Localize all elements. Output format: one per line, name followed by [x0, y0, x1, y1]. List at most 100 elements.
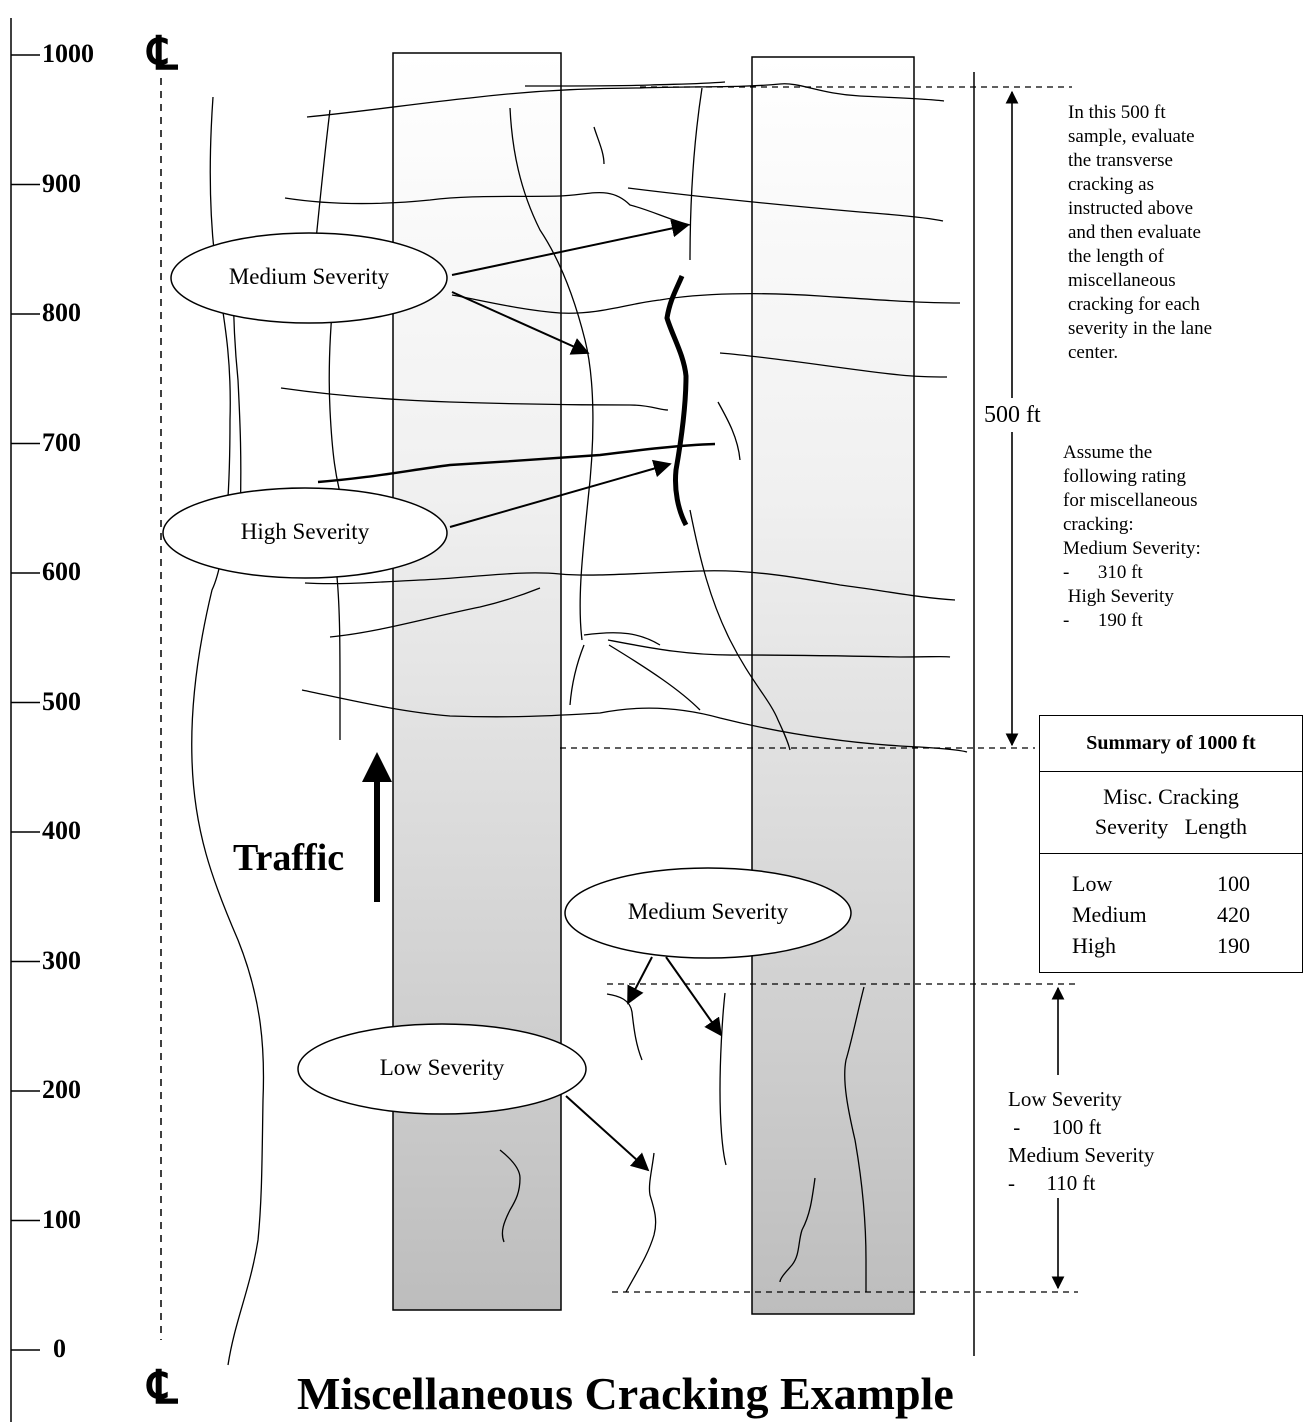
crack [689, 509, 791, 751]
summary-title: Summary of 1000 ft [1040, 716, 1302, 772]
callout-medium-upper [170, 232, 448, 324]
crack [779, 1177, 816, 1283]
instruction-line: miscellaneous [1068, 270, 1176, 291]
callout-medium-upper-label: Medium Severity [228, 264, 390, 289]
callouts [162, 232, 852, 1115]
crack [583, 632, 661, 646]
traffic-arrow [362, 752, 392, 902]
callout-low-label: Low Severity [379, 1055, 505, 1080]
dimension-500-label: 500 ft [984, 402, 1041, 428]
instruction-line: cracking as [1068, 174, 1154, 195]
crack [593, 126, 605, 165]
traffic-arrow-head [362, 752, 392, 782]
lower-section-line: Low Severity [1008, 1087, 1122, 1111]
arrow-medium-upper-a [451, 219, 690, 276]
centerline-symbol-top: ℄ [148, 28, 178, 79]
summary-severity: Low [1072, 871, 1113, 896]
arrow-low [565, 1095, 650, 1172]
crack [608, 644, 701, 711]
crack [625, 1152, 657, 1293]
callout-high [162, 487, 448, 579]
arrow-medium-lower-b [665, 956, 723, 1037]
summary-header: Misc. Cracking Severity Length [1040, 772, 1302, 854]
summary-row: High 190 [1040, 930, 1302, 961]
scale-label-800: 800 [42, 298, 81, 327]
summary-table: Summary of 1000 ft Misc. Cracking Severi… [1039, 715, 1303, 973]
scale-label-400: 400 [42, 816, 81, 845]
summary-severity: High [1072, 933, 1116, 958]
crack [329, 587, 541, 638]
arrow-high [449, 459, 672, 528]
instruction-line: cracking for each [1068, 294, 1200, 315]
crack [301, 689, 968, 753]
lower-section-note: Low Severity - 100 ft Medium Severity - 11… [1008, 1085, 1154, 1197]
assumption-line: High Severity [1063, 586, 1174, 607]
crack [719, 992, 727, 1166]
callout-high-label: High Severity [240, 519, 370, 544]
assumption-line: - 190 ft [1063, 610, 1143, 631]
instruction-line: the transverse [1068, 150, 1173, 171]
instruction-line: sample, evaluate [1068, 126, 1195, 147]
diagram-title: Miscellaneous Cracking Example [297, 1368, 954, 1419]
scale-label-500: 500 [42, 686, 81, 716]
crack [315, 109, 331, 241]
assumption-line: for miscellaneous [1063, 490, 1198, 511]
summary-row: Medium 420 [1040, 899, 1302, 930]
lower-section-line: Medium Severity [1008, 1143, 1155, 1167]
summary-severity: Medium [1072, 902, 1147, 927]
crack [499, 1149, 521, 1243]
distance-scale [10, 18, 40, 1422]
callout-low [297, 1023, 587, 1115]
crack [524, 81, 726, 87]
crack [280, 387, 669, 411]
instruction-line: center. [1068, 342, 1119, 363]
callout-arrows [449, 219, 723, 1172]
summary-header-line1: Misc. Cracking [1103, 784, 1239, 809]
centerline-symbol-bottom: ℄ [148, 1362, 178, 1413]
right-wheel-path [751, 56, 915, 1315]
crack [304, 570, 956, 601]
instruction-note: In this 500 ft sample, evaluate the transv… [1068, 101, 1212, 365]
summary-length: 100 [1217, 871, 1250, 896]
callout-medium-lower [564, 867, 852, 959]
left-wheel-path [392, 52, 562, 1311]
assumption-line: - 310 ft [1063, 562, 1143, 583]
scale-label-900: 900 [42, 168, 81, 198]
assumption-line: Assume the [1063, 442, 1153, 463]
crack [284, 192, 691, 226]
arrow-medium-upper-b [451, 291, 590, 355]
crack [606, 993, 643, 1061]
instruction-line: instructed above [1068, 198, 1194, 219]
crack [336, 576, 341, 740]
scale-label-300: 300 [42, 945, 81, 975]
crack [844, 986, 867, 1292]
arrow-medium-lower-a [627, 956, 653, 1005]
scale-label-700: 700 [42, 427, 81, 457]
crack [627, 187, 944, 222]
assumption-line: Medium Severity: [1063, 538, 1201, 559]
crack [328, 289, 346, 511]
summary-row: Low 100 [1040, 868, 1302, 899]
crack [569, 644, 585, 706]
scale-label-0: 0 [53, 1334, 66, 1363]
instruction-line: severity in the lane [1068, 318, 1213, 339]
lower-section-line: - 110 ft [1008, 1171, 1096, 1195]
scale-label-1000: 1000 [42, 39, 94, 68]
instruction-line: and then evaluate [1068, 222, 1201, 243]
callout-medium-lower-label: Medium Severity [627, 899, 789, 924]
crack [451, 293, 961, 314]
summary-header-line2: Severity Length [1094, 814, 1248, 839]
scale-label-600: 600 [42, 557, 81, 586]
traffic-label: Traffic [233, 837, 345, 879]
scale-label-100: 100 [42, 1204, 81, 1234]
summary-length: 190 [1217, 933, 1250, 958]
crack [719, 352, 948, 378]
lower-section-line: - 100 ft [1008, 1115, 1102, 1139]
crack [689, 87, 703, 261]
summary-length: 420 [1217, 902, 1250, 927]
assumption-line: cracking: [1063, 514, 1134, 535]
instruction-line: In this 500 ft [1068, 102, 1166, 123]
